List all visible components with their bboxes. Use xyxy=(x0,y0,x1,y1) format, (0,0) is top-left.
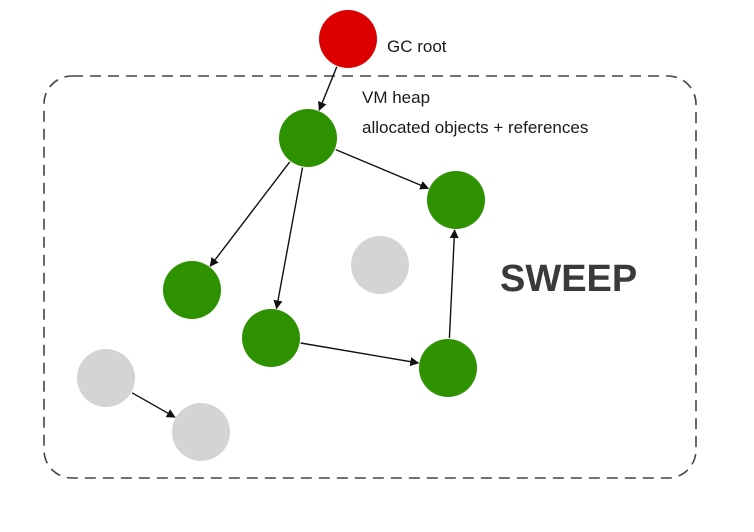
unreachable-object-node-f xyxy=(351,236,409,294)
reference-arrow-root-to-a xyxy=(318,66,338,112)
heap-objects xyxy=(77,10,485,461)
reference-arrow-g-to-h xyxy=(131,392,176,418)
reference-arrow-a-to-c xyxy=(209,161,291,267)
reachable-object-node-b xyxy=(427,171,485,229)
reference-arrow-a-to-b xyxy=(335,148,430,190)
reference-arrow-d-to-e xyxy=(300,342,420,367)
unreachable-object-node-h xyxy=(172,403,230,461)
reference-arrow-e-to-b xyxy=(448,229,459,339)
sweep-phase-label: SWEEP xyxy=(500,258,637,300)
reachable-object-node-a xyxy=(279,109,337,167)
heap-subtitle-label: allocated objects + references xyxy=(362,118,588,137)
unreachable-object-node-g xyxy=(77,349,135,407)
heap-title-label: VM heap xyxy=(362,88,430,107)
reference-arrow-a-to-d xyxy=(273,167,304,310)
vm-heap-boundary xyxy=(43,75,697,479)
gc-root-node-root xyxy=(319,10,377,68)
reachable-object-node-c xyxy=(163,261,221,319)
reachable-object-node-d xyxy=(242,309,300,367)
reference-edges xyxy=(131,66,459,418)
reachable-object-node-e xyxy=(419,339,477,397)
gc-root-label: GC root xyxy=(387,37,447,56)
